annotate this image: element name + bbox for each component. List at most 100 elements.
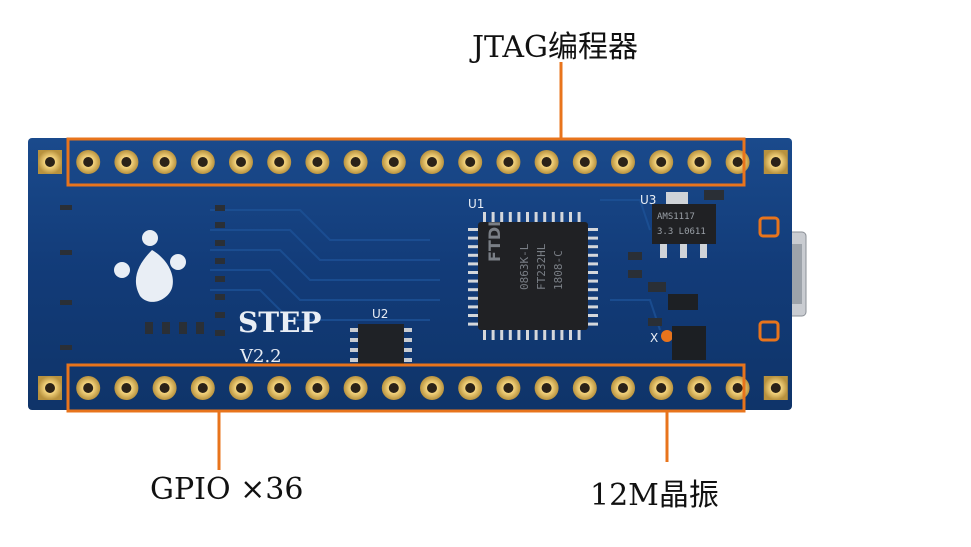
crystal-ref: X xyxy=(650,331,658,345)
bottom-pin-row xyxy=(38,376,788,400)
chip-pin xyxy=(468,305,478,309)
chip-pin xyxy=(468,245,478,249)
chip-pin xyxy=(483,330,486,340)
chip-pin xyxy=(468,228,478,231)
smd-components-right xyxy=(628,190,724,326)
pin-hole xyxy=(350,383,361,393)
pin-hole xyxy=(83,383,94,393)
chip-pin xyxy=(588,245,598,249)
chip-pin xyxy=(468,236,478,240)
chip-pin xyxy=(468,262,478,266)
pin-hole xyxy=(121,383,132,393)
svg-text:AMS1117: AMS1117 xyxy=(657,212,695,222)
chip-pin xyxy=(534,212,538,222)
svg-text:FTDI: FTDI xyxy=(485,221,504,262)
pin-hole xyxy=(197,157,208,167)
pin-hole xyxy=(656,157,667,167)
chip-pin xyxy=(483,212,486,222)
silkscreen-version: V2.2 xyxy=(239,346,282,367)
chip-pin xyxy=(543,330,547,340)
chip-pin xyxy=(588,296,598,300)
chip-pin xyxy=(468,279,478,283)
pin-hole xyxy=(503,383,514,393)
chip-pin xyxy=(588,253,598,257)
silkscreen-name: STEP xyxy=(238,306,321,339)
chip-pin xyxy=(517,212,521,222)
u2-chip xyxy=(350,324,412,364)
pin-hole xyxy=(694,157,705,167)
chip-pin xyxy=(560,212,564,222)
pin-hole xyxy=(197,383,208,393)
pin-hole xyxy=(427,383,437,393)
chip-pin xyxy=(551,330,555,340)
chip-pin xyxy=(500,330,504,340)
chip-pin xyxy=(517,330,521,340)
u1-ref: U1 xyxy=(468,197,484,211)
chip-pin xyxy=(468,271,478,274)
chip-pin xyxy=(491,330,495,340)
pin-hole xyxy=(312,157,323,167)
pin-hole xyxy=(579,383,590,393)
pin-hole xyxy=(159,157,170,167)
chip-pin xyxy=(588,322,598,326)
chip-pin xyxy=(588,262,598,266)
pin-hole xyxy=(732,383,743,393)
pin-hole xyxy=(121,157,132,167)
pin-hole xyxy=(274,383,285,393)
u2-ref: U2 xyxy=(372,307,388,321)
paw-logo xyxy=(114,230,186,302)
pin-hole xyxy=(465,383,476,393)
pin-hole xyxy=(427,157,437,167)
pin-hole xyxy=(656,383,667,393)
chip-pin xyxy=(526,330,529,340)
pin-hole xyxy=(770,157,781,167)
mount-pad xyxy=(758,216,780,238)
regulator-chip: AMS1117 3.3 L0611 xyxy=(652,192,716,258)
pin-hole xyxy=(236,157,246,167)
chip-pin xyxy=(577,330,581,340)
crystal-component xyxy=(672,326,706,360)
pin-hole xyxy=(618,383,628,393)
gpio-label: GPIO ×36 xyxy=(150,472,304,507)
smd-components-left xyxy=(60,205,225,350)
svg-text:FT232HL: FT232HL xyxy=(535,243,548,290)
chip-pin xyxy=(588,288,598,292)
pin-hole xyxy=(274,157,285,167)
svg-text:0863K-L: 0863K-L xyxy=(518,243,531,290)
jtag-label: JTAG编程器 xyxy=(472,30,639,65)
chip-pin xyxy=(569,212,572,222)
chip-pin xyxy=(500,212,504,222)
chip-pin xyxy=(588,279,598,283)
pin-hole xyxy=(465,157,476,167)
chip-pin xyxy=(560,330,564,340)
chip-pin xyxy=(588,305,598,309)
chip-pin xyxy=(468,296,478,300)
pcb-traces xyxy=(210,199,661,331)
pin-hole xyxy=(83,157,94,167)
pin-hole xyxy=(350,157,361,167)
svg-text:1808-C: 1808-C xyxy=(552,250,565,290)
pin-hole xyxy=(732,157,743,167)
chip-pin xyxy=(508,212,512,222)
mount-pad xyxy=(758,320,780,342)
u3-ref: U3 xyxy=(640,193,656,207)
chip-pin xyxy=(577,212,581,222)
chip-pin xyxy=(468,314,478,317)
pin-hole xyxy=(388,383,399,393)
pin-hole xyxy=(159,383,170,393)
pin-hole xyxy=(236,383,246,393)
chip-pin xyxy=(588,228,598,231)
chip-pin xyxy=(491,212,495,222)
crystal-label: 12M晶振 xyxy=(590,478,719,513)
pin-hole xyxy=(770,383,781,393)
pin-hole xyxy=(503,157,514,167)
pin-hole xyxy=(579,157,590,167)
svg-text:3.3 L0611: 3.3 L0611 xyxy=(657,227,706,237)
pin-hole xyxy=(541,157,552,167)
chip-pin xyxy=(569,330,572,340)
pin-hole xyxy=(541,383,552,393)
pin-hole xyxy=(388,157,399,167)
chip-pin xyxy=(551,212,555,222)
chip-pin xyxy=(588,271,598,274)
